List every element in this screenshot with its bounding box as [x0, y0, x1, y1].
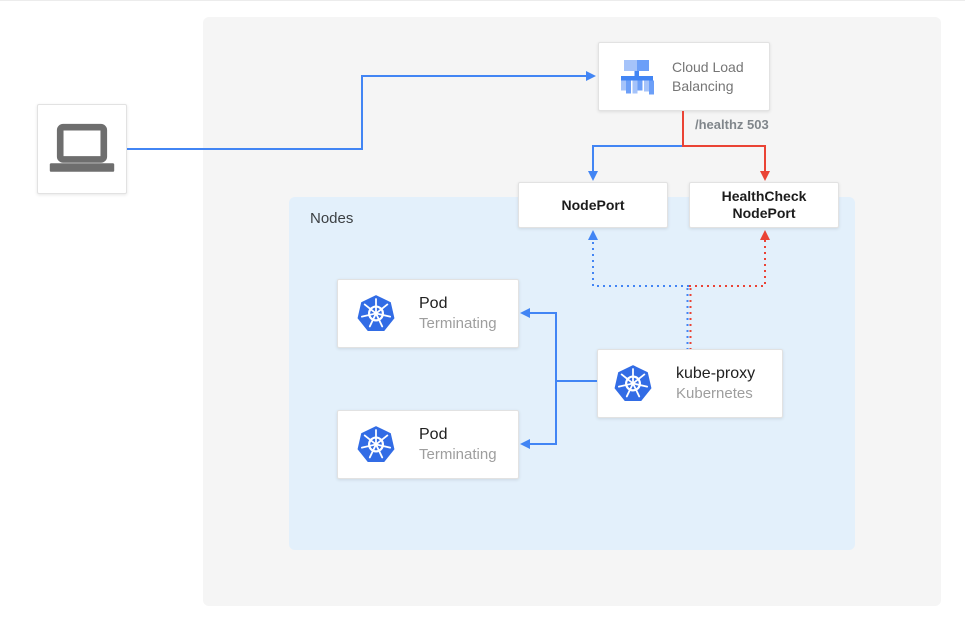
kube-proxy-text: kube-proxy Kubernetes [676, 363, 755, 404]
laptop-icon [46, 120, 118, 178]
clb-label-line2: Balancing [672, 77, 734, 94]
nodeport-label: NodePort [561, 196, 625, 213]
kubernetes-icon [613, 364, 653, 404]
kube-proxy-subtitle: Kubernetes [676, 385, 753, 402]
pod2-status: Terminating [419, 446, 497, 463]
cloud-load-balancing-label: Cloud Load Balancing [672, 58, 744, 96]
pod1-box: Pod Terminating [337, 279, 519, 348]
pod1-title: Pod [419, 295, 448, 312]
cloud-load-balancing-icon [618, 59, 657, 95]
healthcheck-nodeport-label: HealthCheck NodePort [722, 188, 807, 222]
nodes-label: Nodes [310, 210, 354, 227]
clb-label-line1: Cloud Load [672, 58, 744, 75]
kubernetes-icon [356, 294, 396, 334]
healthz-edge-label: /healthz 503 [695, 117, 769, 132]
pod2-box: Pod Terminating [337, 410, 519, 479]
pod1-text: Pod Terminating [419, 293, 497, 334]
pod1-status: Terminating [419, 315, 497, 332]
nodeport-box: NodePort [518, 182, 668, 228]
pod2-text: Pod Terminating [419, 424, 497, 465]
client-box [37, 104, 127, 194]
kube-proxy-box: kube-proxy Kubernetes [597, 349, 783, 418]
hcnp-label-line2: NodePort [732, 205, 796, 221]
healthcheck-nodeport-box: HealthCheck NodePort [689, 182, 839, 228]
cloud-load-balancing-box: Cloud Load Balancing [598, 42, 770, 111]
kubernetes-icon [356, 425, 396, 465]
pod2-title: Pod [419, 426, 448, 443]
hcnp-label-line1: HealthCheck [721, 188, 807, 204]
kube-proxy-title: kube-proxy [676, 365, 756, 382]
